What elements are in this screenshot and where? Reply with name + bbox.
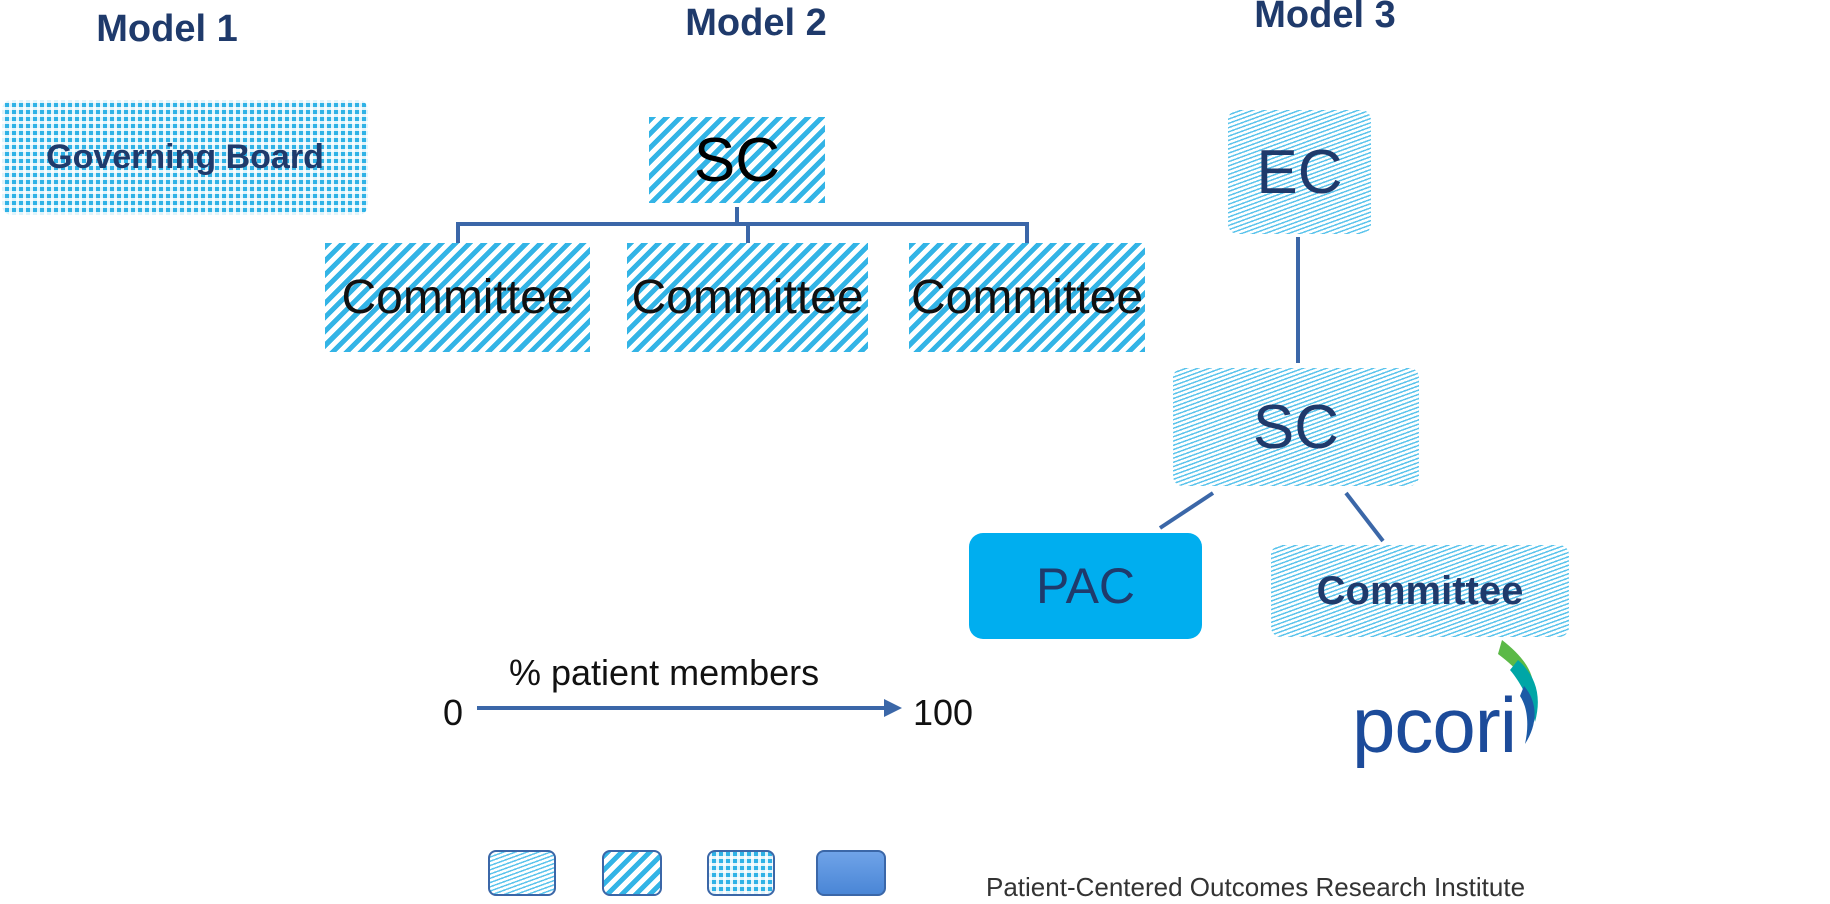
model3-ec-label: EC (1256, 137, 1343, 207)
legend-min-label: 0 (443, 692, 464, 733)
model2-committee-box-2: Committee (627, 243, 868, 352)
model-1-title: Model 1 (96, 8, 238, 50)
legend-title: % patient members (509, 652, 820, 693)
model3-sc-box: SC (1173, 368, 1419, 486)
model3-committee-label: Committee (1316, 568, 1524, 613)
pcori-tagline: Patient-Centered Outcomes Research Insti… (986, 872, 1526, 902)
model3-sc-label: SC (1252, 392, 1340, 462)
model2-committee-box-1: Committee (325, 243, 590, 352)
model2-committee-label-2: Committee (631, 271, 864, 324)
model3-sc-pac-line (1158, 491, 1215, 530)
model2-sc-box: SC (649, 117, 825, 203)
legend-swatch-high (707, 850, 775, 896)
model-3-title: Model 3 (1254, 0, 1396, 36)
model3-pac-label: PAC (1035, 558, 1136, 614)
model-2-title: Model 2 (685, 2, 827, 44)
model3-pac-box: PAC (969, 533, 1202, 639)
legend-swatch-full (816, 850, 886, 896)
pcori-leaf-icon (1498, 640, 1538, 744)
legend-max-label: 100 (913, 692, 974, 733)
model2-sc-label: SC (693, 125, 781, 195)
legend-arrow-head (884, 699, 902, 717)
model3-ec-box: EC (1228, 110, 1371, 234)
legend-swatch-low (488, 850, 556, 896)
model3-committee-box: Committee (1271, 545, 1569, 637)
model2-committee-label-1: Committee (341, 271, 574, 324)
model2-committee-label-3: Committee (910, 271, 1144, 324)
pcori-logo-text: pcori (1352, 681, 1517, 769)
model2-committee-box-3: Committee (909, 243, 1145, 352)
governing-board-label: Governing Board (46, 138, 324, 176)
governing-board-box: Governing Board (2, 100, 368, 215)
model3-sc-committee-line (1344, 491, 1385, 543)
legend-swatch-mid (602, 850, 662, 896)
